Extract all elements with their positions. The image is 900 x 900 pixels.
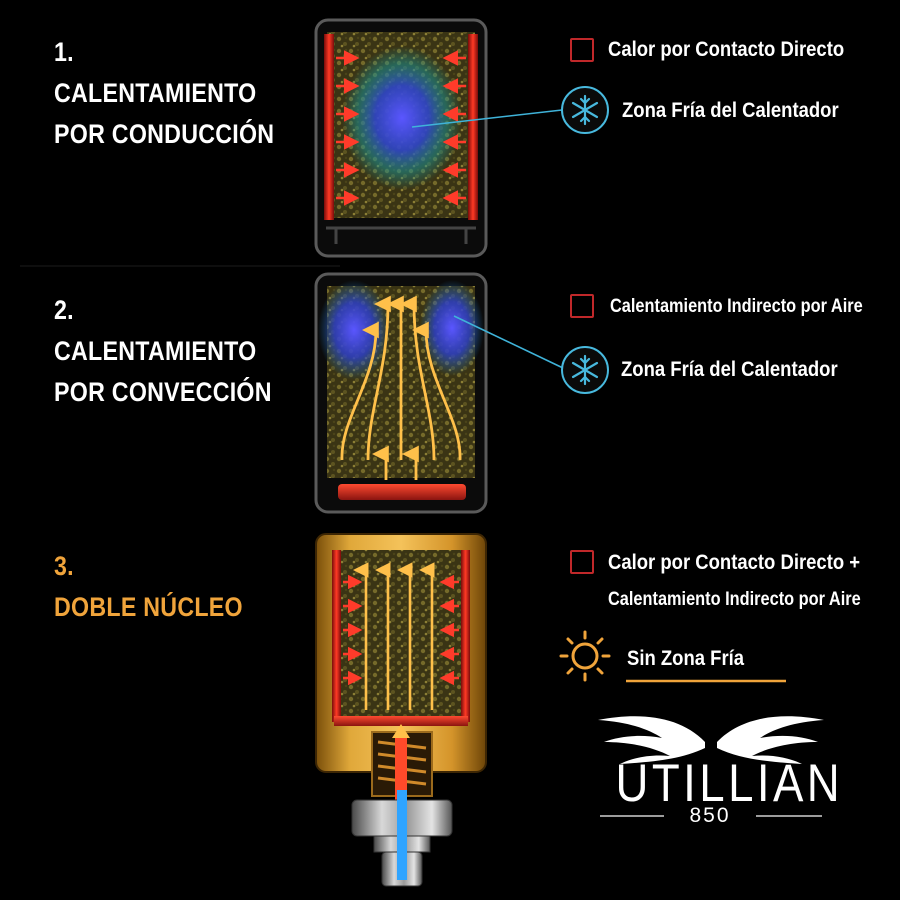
snowflake-icon bbox=[561, 86, 609, 134]
heat-legend-swatch bbox=[570, 38, 594, 62]
section-2-number: 2. bbox=[54, 295, 74, 325]
wings-logo bbox=[598, 716, 824, 764]
section-3-legend-heat-line2: Calentamiento Indirecto por Aire bbox=[608, 589, 861, 610]
heat-legend-swatch bbox=[570, 550, 594, 574]
heater-convection-diagram bbox=[314, 272, 564, 514]
section-3-number: 3. bbox=[54, 551, 74, 581]
section-2-legend-heat: Calentamiento Indirecto por Aire bbox=[610, 296, 863, 317]
heat-legend-swatch bbox=[570, 294, 594, 318]
heater-dual-core-diagram bbox=[315, 533, 487, 887]
section-1-title-line1: CALENTAMIENTO bbox=[54, 78, 257, 108]
section-1-title: 1. CALENTAMIENTO POR CONDUCCIÓN bbox=[54, 32, 274, 155]
section-3-legend-heat-line1: Calor por Contacto Directo + bbox=[608, 551, 861, 574]
section-3-title: 3. DOBLE NÚCLEO bbox=[54, 546, 243, 628]
section-3-legend-nocold: Sin Zona Fría bbox=[627, 647, 745, 670]
snowflake-icon bbox=[561, 346, 609, 394]
sun-icon bbox=[559, 630, 611, 682]
section-2-title-line1: CALENTAMIENTO bbox=[54, 336, 257, 366]
brand-name: UTILLIAN bbox=[615, 754, 844, 813]
section-1-legend-heat: Calor por Contacto Directo bbox=[608, 38, 845, 61]
section-2-legend-cold: Zona Fría del Calentador bbox=[621, 358, 838, 381]
section-1-number: 1. bbox=[54, 37, 74, 67]
section-3-title-line1: DOBLE NÚCLEO bbox=[54, 592, 243, 622]
brand-model: 850 bbox=[689, 804, 731, 827]
heater-conduction-diagram bbox=[314, 18, 563, 258]
section-2-title: 2. CALENTAMIENTO POR CONVECCIÓN bbox=[54, 290, 272, 413]
section-2-title-line2: POR CONVECCIÓN bbox=[54, 377, 272, 407]
section-1-legend-cold: Zona Fría del Calentador bbox=[622, 99, 839, 122]
section-1-title-line2: POR CONDUCCIÓN bbox=[54, 119, 275, 149]
